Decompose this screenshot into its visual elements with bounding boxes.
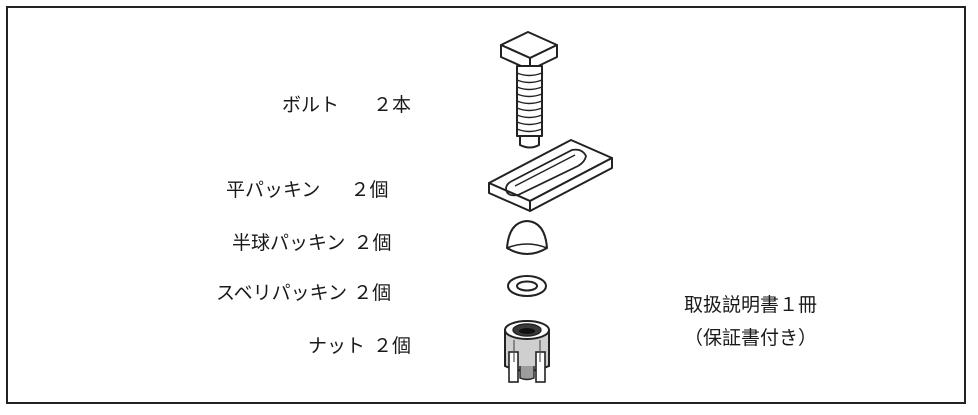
- part-name: ボルト: [282, 94, 340, 116]
- part-qty: ２本: [373, 94, 412, 116]
- part-label-hemisphere-gasket: 半球パッキン ２個: [232, 228, 391, 255]
- part-name: 半球パッキン: [232, 232, 346, 254]
- part-label-bolt: ボルト ２本: [282, 90, 411, 117]
- manual-line-2: （保証書付き）: [684, 327, 818, 349]
- slip-washer-icon: [507, 275, 547, 297]
- nut-icon: [504, 320, 550, 383]
- part-qty: ２個: [353, 232, 392, 254]
- part-qty: ２個: [350, 179, 389, 201]
- manual-line-1: 取扱説明書１冊: [684, 294, 818, 316]
- part-name: スベリパッキン: [216, 282, 348, 304]
- diagram-frame: [6, 6, 966, 404]
- manual-note: 取扱説明書１冊 （保証書付き）: [684, 290, 817, 350]
- hemisphere-gasket-icon: [506, 220, 548, 255]
- part-qty: ２個: [353, 282, 392, 304]
- part-qty: ２個: [373, 335, 412, 357]
- part-label-flat-gasket: 平パッキン ２個: [226, 175, 388, 202]
- part-label-nut: ナット ２個: [308, 331, 411, 358]
- bolt-icon: [500, 31, 558, 149]
- part-name: 平パッキン: [226, 179, 321, 201]
- flat-gasket-icon: [488, 139, 613, 212]
- part-name: ナット: [308, 335, 366, 357]
